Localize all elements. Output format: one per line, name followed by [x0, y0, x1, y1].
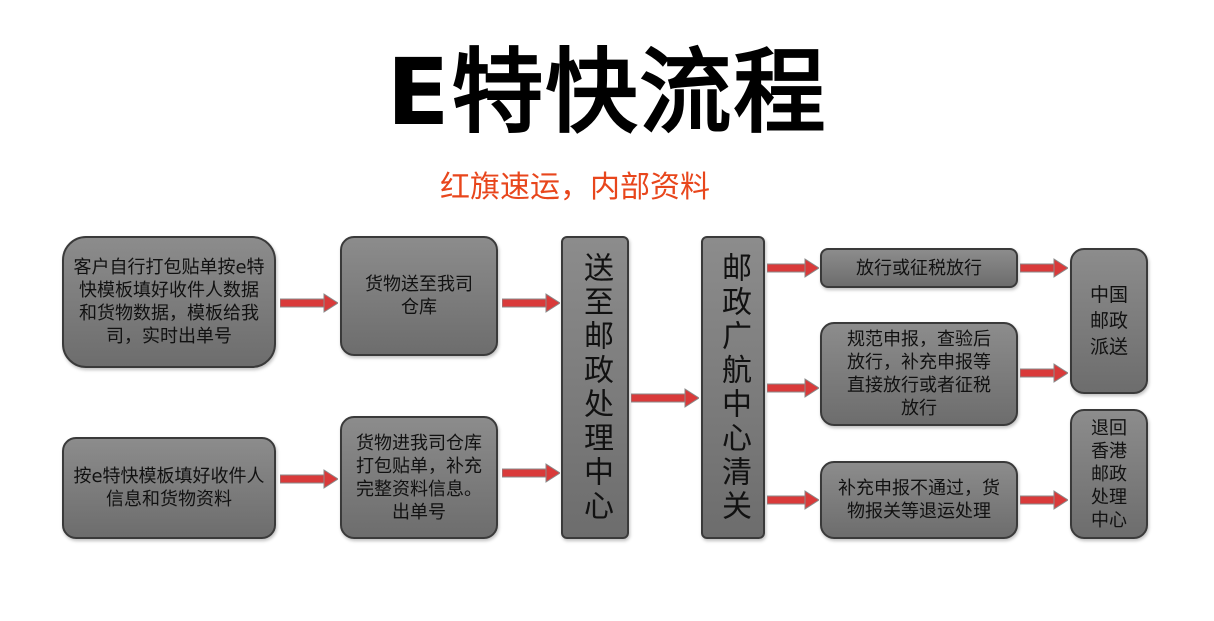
arrow-failed-to-return-hk — [1020, 490, 1068, 510]
arrow-release-to-delivery — [1020, 258, 1068, 278]
step-return-hk: 退回香港邮政处理中心 — [1070, 409, 1148, 539]
step-template-fill-label: 按e特快模板填好收件人信息和货物资料 — [73, 466, 265, 510]
step-return-hk-label: 退回香港邮政处理中心 — [1091, 417, 1127, 531]
step-goods-in-warehouse-label: 货物进我司仓库打包贴单，补充完整资料信息。出单号 — [356, 432, 482, 523]
step-customs-clearance-label: 邮政广航中心清关 — [716, 251, 751, 524]
arrow-standard-to-delivery — [1020, 363, 1068, 383]
step-standard-declaration: 规范申报，查验后放行，补充申报等直接放行或者征税放行 — [820, 322, 1018, 426]
arrow-template-fill-to-warehouse — [280, 469, 338, 489]
step-goods-in-warehouse: 货物进我司仓库打包贴单，补充完整资料信息。出单号 — [340, 416, 498, 539]
step-customer-pack-label: 客户自行打包贴单按e特快模板填好收件人数据和货物数据，模板给我司，实时出单号 — [73, 257, 265, 347]
step-post-processing-center-label: 送至邮政处理中心 — [578, 251, 613, 524]
step-china-post-delivery-label: 中国邮政派送 — [1089, 284, 1128, 358]
step-declaration-failed: 补充申报不通过，货物报关等退运处理 — [820, 461, 1018, 539]
step-standard-declaration-label: 规范申报，查验后放行，补充申报等直接放行或者征税放行 — [847, 329, 991, 419]
arrow-customs-to-failed — [767, 490, 819, 510]
step-template-fill: 按e特快模板填好收件人信息和货物资料 — [62, 437, 276, 539]
step-customer-pack: 客户自行打包贴单按e特快模板填好收件人数据和货物数据，模板给我司，实时出单号 — [62, 236, 276, 368]
step-goods-to-warehouse: 货物送至我司仓库 — [340, 236, 498, 356]
step-post-processing-center: 送至邮政处理中心 — [561, 236, 629, 539]
arrow-warehouse-to-post-center-bottom — [502, 463, 560, 483]
arrow-warehouse-to-post-center-top — [502, 293, 560, 313]
page-title: E特快流程 — [386, 39, 828, 146]
step-release-or-tax: 放行或征税放行 — [820, 248, 1018, 288]
arrow-customs-to-release — [767, 258, 819, 278]
step-declaration-failed-label: 补充申报不通过，货物报关等退运处理 — [838, 478, 1000, 522]
arrow-customer-pack-to-warehouse — [280, 293, 338, 313]
page-subtitle: 红旗速运，内部资料 — [440, 170, 710, 205]
step-customs-clearance: 邮政广航中心清关 — [701, 236, 765, 539]
step-china-post-delivery: 中国邮政派送 — [1070, 248, 1148, 394]
arrow-customs-to-standard — [767, 378, 819, 398]
step-goods-to-warehouse-label: 货物送至我司仓库 — [365, 274, 473, 318]
step-release-or-tax-label: 放行或征税放行 — [856, 257, 982, 279]
arrow-post-center-to-customs — [631, 388, 699, 408]
